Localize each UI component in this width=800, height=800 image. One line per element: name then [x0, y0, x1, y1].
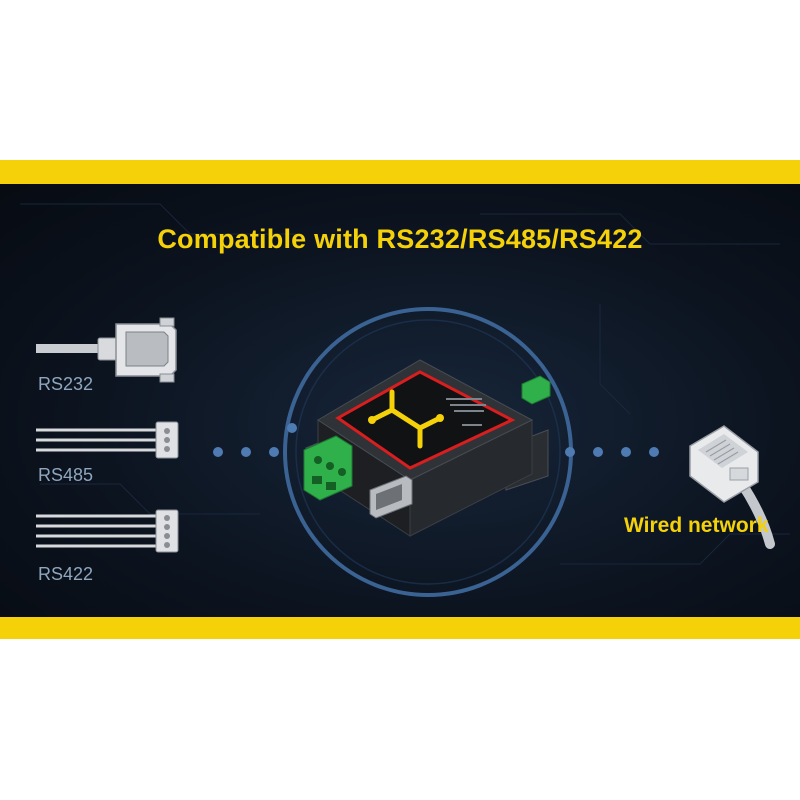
- circuit-texture: [20, 203, 790, 565]
- wired-network-label: Wired network: [624, 514, 769, 537]
- rs485-label: RS485: [38, 465, 94, 485]
- rs485-wires-icon: [36, 421, 179, 459]
- right-connection-dots: [565, 447, 659, 457]
- left-connection-dots: [213, 423, 297, 457]
- rs232-label: RS232: [38, 374, 94, 394]
- rs422-label: RS422: [38, 564, 94, 584]
- bottom-yellow-band: [0, 617, 800, 639]
- rs422-wires-icon: [36, 509, 179, 553]
- product-banner: Compatible with RS232/RS485/RS422 RS232 …: [0, 184, 800, 617]
- ethernet-plug-icon: [689, 425, 775, 549]
- headline-text: Compatible with RS232/RS485/RS422: [157, 224, 643, 254]
- banner-graphics: [20, 203, 790, 597]
- serial-device-server-image: [303, 359, 551, 537]
- top-yellow-band: [0, 160, 800, 184]
- rs232-connector-icon: [36, 317, 177, 383]
